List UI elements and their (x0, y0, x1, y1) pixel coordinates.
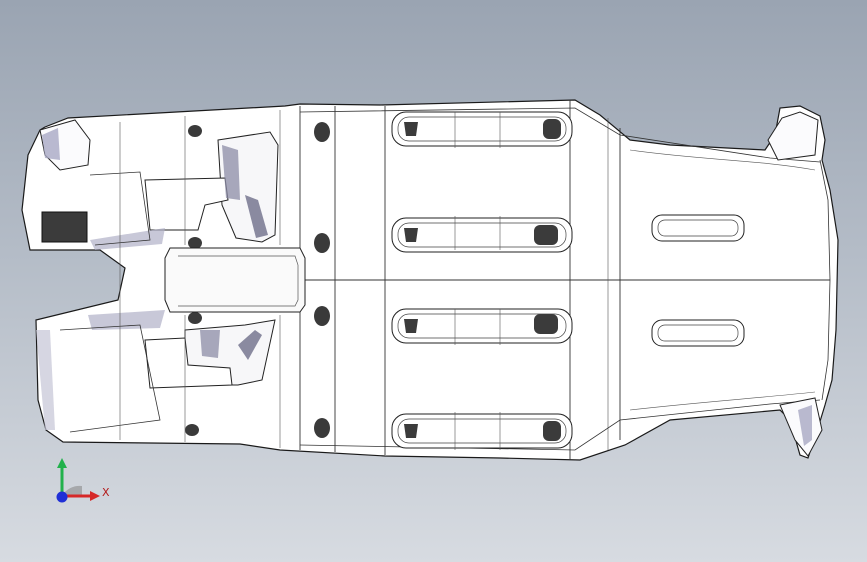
z-axis-dot (56, 491, 68, 503)
x-axis-head (90, 491, 100, 501)
triad-arc (62, 485, 82, 496)
front-bracket-top-shade (42, 128, 60, 160)
tunnel-upper (164, 247, 306, 313)
drain-holes (185, 122, 330, 438)
flange-shade-2 (200, 330, 220, 358)
seat-slot-row-2 (391, 217, 573, 253)
detail-lines (119, 110, 816, 450)
x-axis-label: X (102, 486, 110, 499)
axis-triad: X (40, 452, 120, 516)
flange-shade-3 (238, 330, 262, 360)
seat-slot-row-1 (391, 111, 573, 147)
flange-shade-5 (88, 310, 165, 330)
rear-bracket-top (767, 111, 819, 161)
flange-shade-1 (222, 145, 240, 200)
front-grille-block (41, 211, 88, 243)
seat-slot-row-4 (391, 413, 573, 449)
rear-slot-bottom (651, 319, 745, 347)
rear-bracket-shade (798, 405, 812, 446)
front-rail-upper (89, 171, 151, 246)
flange-shade-4 (245, 195, 268, 238)
tunnel-inner (178, 255, 299, 307)
front-rail-lower (59, 324, 161, 433)
triad-graphic (56, 458, 100, 503)
seat-slot-row-3 (391, 308, 573, 344)
flange-shade-6 (90, 228, 165, 250)
y-axis-head (57, 458, 67, 468)
rear-slot-top (651, 214, 745, 242)
rear-edge (819, 159, 831, 401)
front-shade-lower (36, 330, 55, 430)
